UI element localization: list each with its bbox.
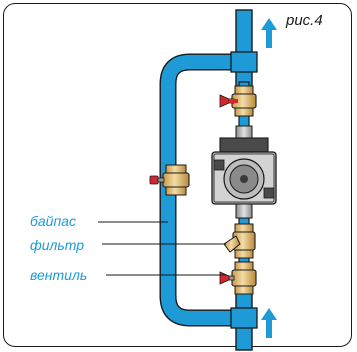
valve-label: вентиль	[30, 267, 88, 283]
bypass-label: байпас	[30, 213, 76, 229]
circulation-pump	[211, 137, 277, 205]
flow-up-arrow-icon	[261, 308, 277, 338]
pump-union-top	[235, 125, 253, 139]
pump-union-bottom	[235, 203, 253, 219]
strainer-filter	[223, 223, 256, 259]
flow-up-arrow-icon	[261, 18, 277, 48]
upper-valve	[219, 85, 257, 117]
figure-label: рис.4	[286, 12, 323, 29]
leader-lines	[98, 221, 226, 276]
bypass-valve	[149, 164, 190, 196]
lower-valve	[219, 261, 257, 295]
filter-label: фильтр	[30, 237, 85, 253]
